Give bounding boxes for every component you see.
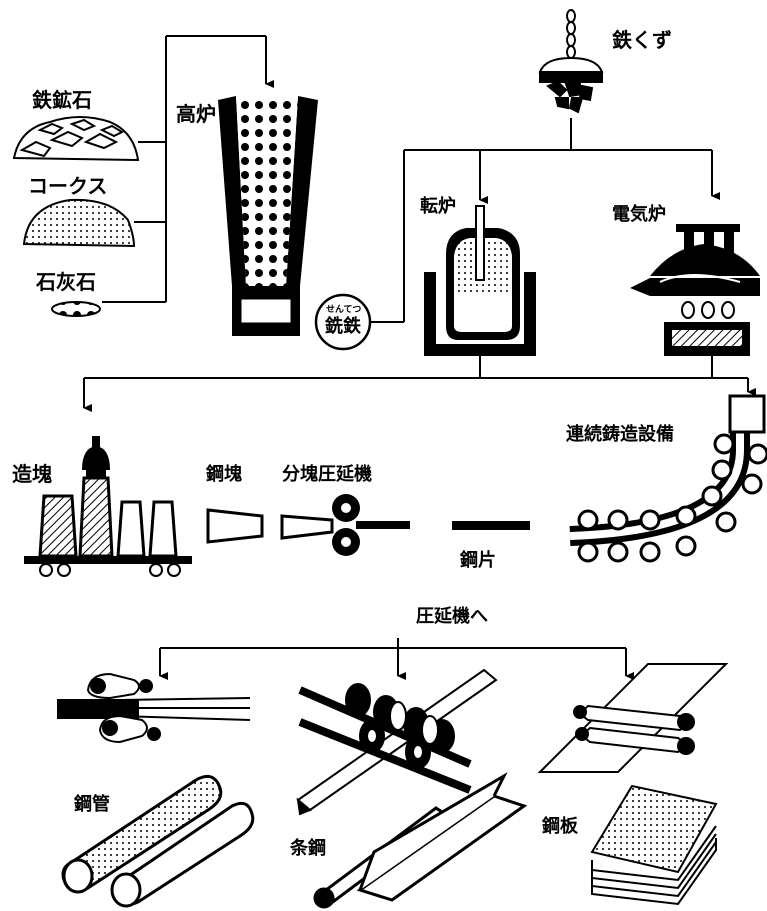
continuous-casting-icon <box>569 394 767 563</box>
label-ingot-making: 造塊 <box>12 462 52 486</box>
raw-material-lines <box>102 35 274 303</box>
label-coke: コークス <box>28 174 108 198</box>
scrap-lines <box>370 118 720 323</box>
label-blooming-mill: 分塊圧延機 <box>282 464 372 485</box>
label-limestone: 石灰石 <box>36 270 96 294</box>
ingot-making-icon <box>24 436 192 577</box>
electric-furnace-icon <box>630 224 760 356</box>
bar-steel-product-icon <box>313 772 528 909</box>
label-continuous-casting: 連続鋳造設備 <box>566 424 674 445</box>
blast-furnace-icon <box>218 96 318 336</box>
converter-icon <box>424 205 536 356</box>
label-steel-pipe: 鋼管 <box>74 794 110 815</box>
steel-ingot-icon <box>206 508 264 544</box>
steel-pipe-product-icon <box>61 774 255 908</box>
label-pig-iron-reading: せんてつ <box>326 305 362 315</box>
label-steel-plate: 鋼板 <box>542 816 578 837</box>
label-blast-furnace: 高炉 <box>176 102 216 126</box>
label-iron-ore: 鉄鉱石 <box>32 88 92 112</box>
label-electric-furnace: 電気炉 <box>612 204 666 225</box>
label-bar-steel: 条鋼 <box>290 838 326 859</box>
label-steel-billet: 鋼片 <box>460 550 496 571</box>
rolling-distribution-lines <box>159 638 634 680</box>
label-to-rolling-mill: 圧延機へ <box>416 606 488 627</box>
label-steel-ingot: 鋼塊 <box>206 464 242 485</box>
coke-pile-icon <box>22 198 136 248</box>
label-pig-iron: 銑鉄 <box>325 316 361 337</box>
scrap-magnet-icon <box>538 9 604 114</box>
limestone-pile-icon <box>51 301 101 317</box>
section-mill-icon <box>296 668 498 816</box>
blooming-mill-icon <box>280 494 410 556</box>
steel-plate-product-icon <box>590 784 718 906</box>
plate-mill-icon <box>537 663 729 773</box>
iron-ore-pile-icon <box>12 116 140 162</box>
steel-billet-icon <box>452 521 530 530</box>
label-scrap-iron: 鉄くず <box>612 28 672 52</box>
label-converter: 転炉 <box>420 196 456 217</box>
casting-distribution-lines <box>83 356 756 412</box>
pipe-mill-icon <box>57 672 251 744</box>
